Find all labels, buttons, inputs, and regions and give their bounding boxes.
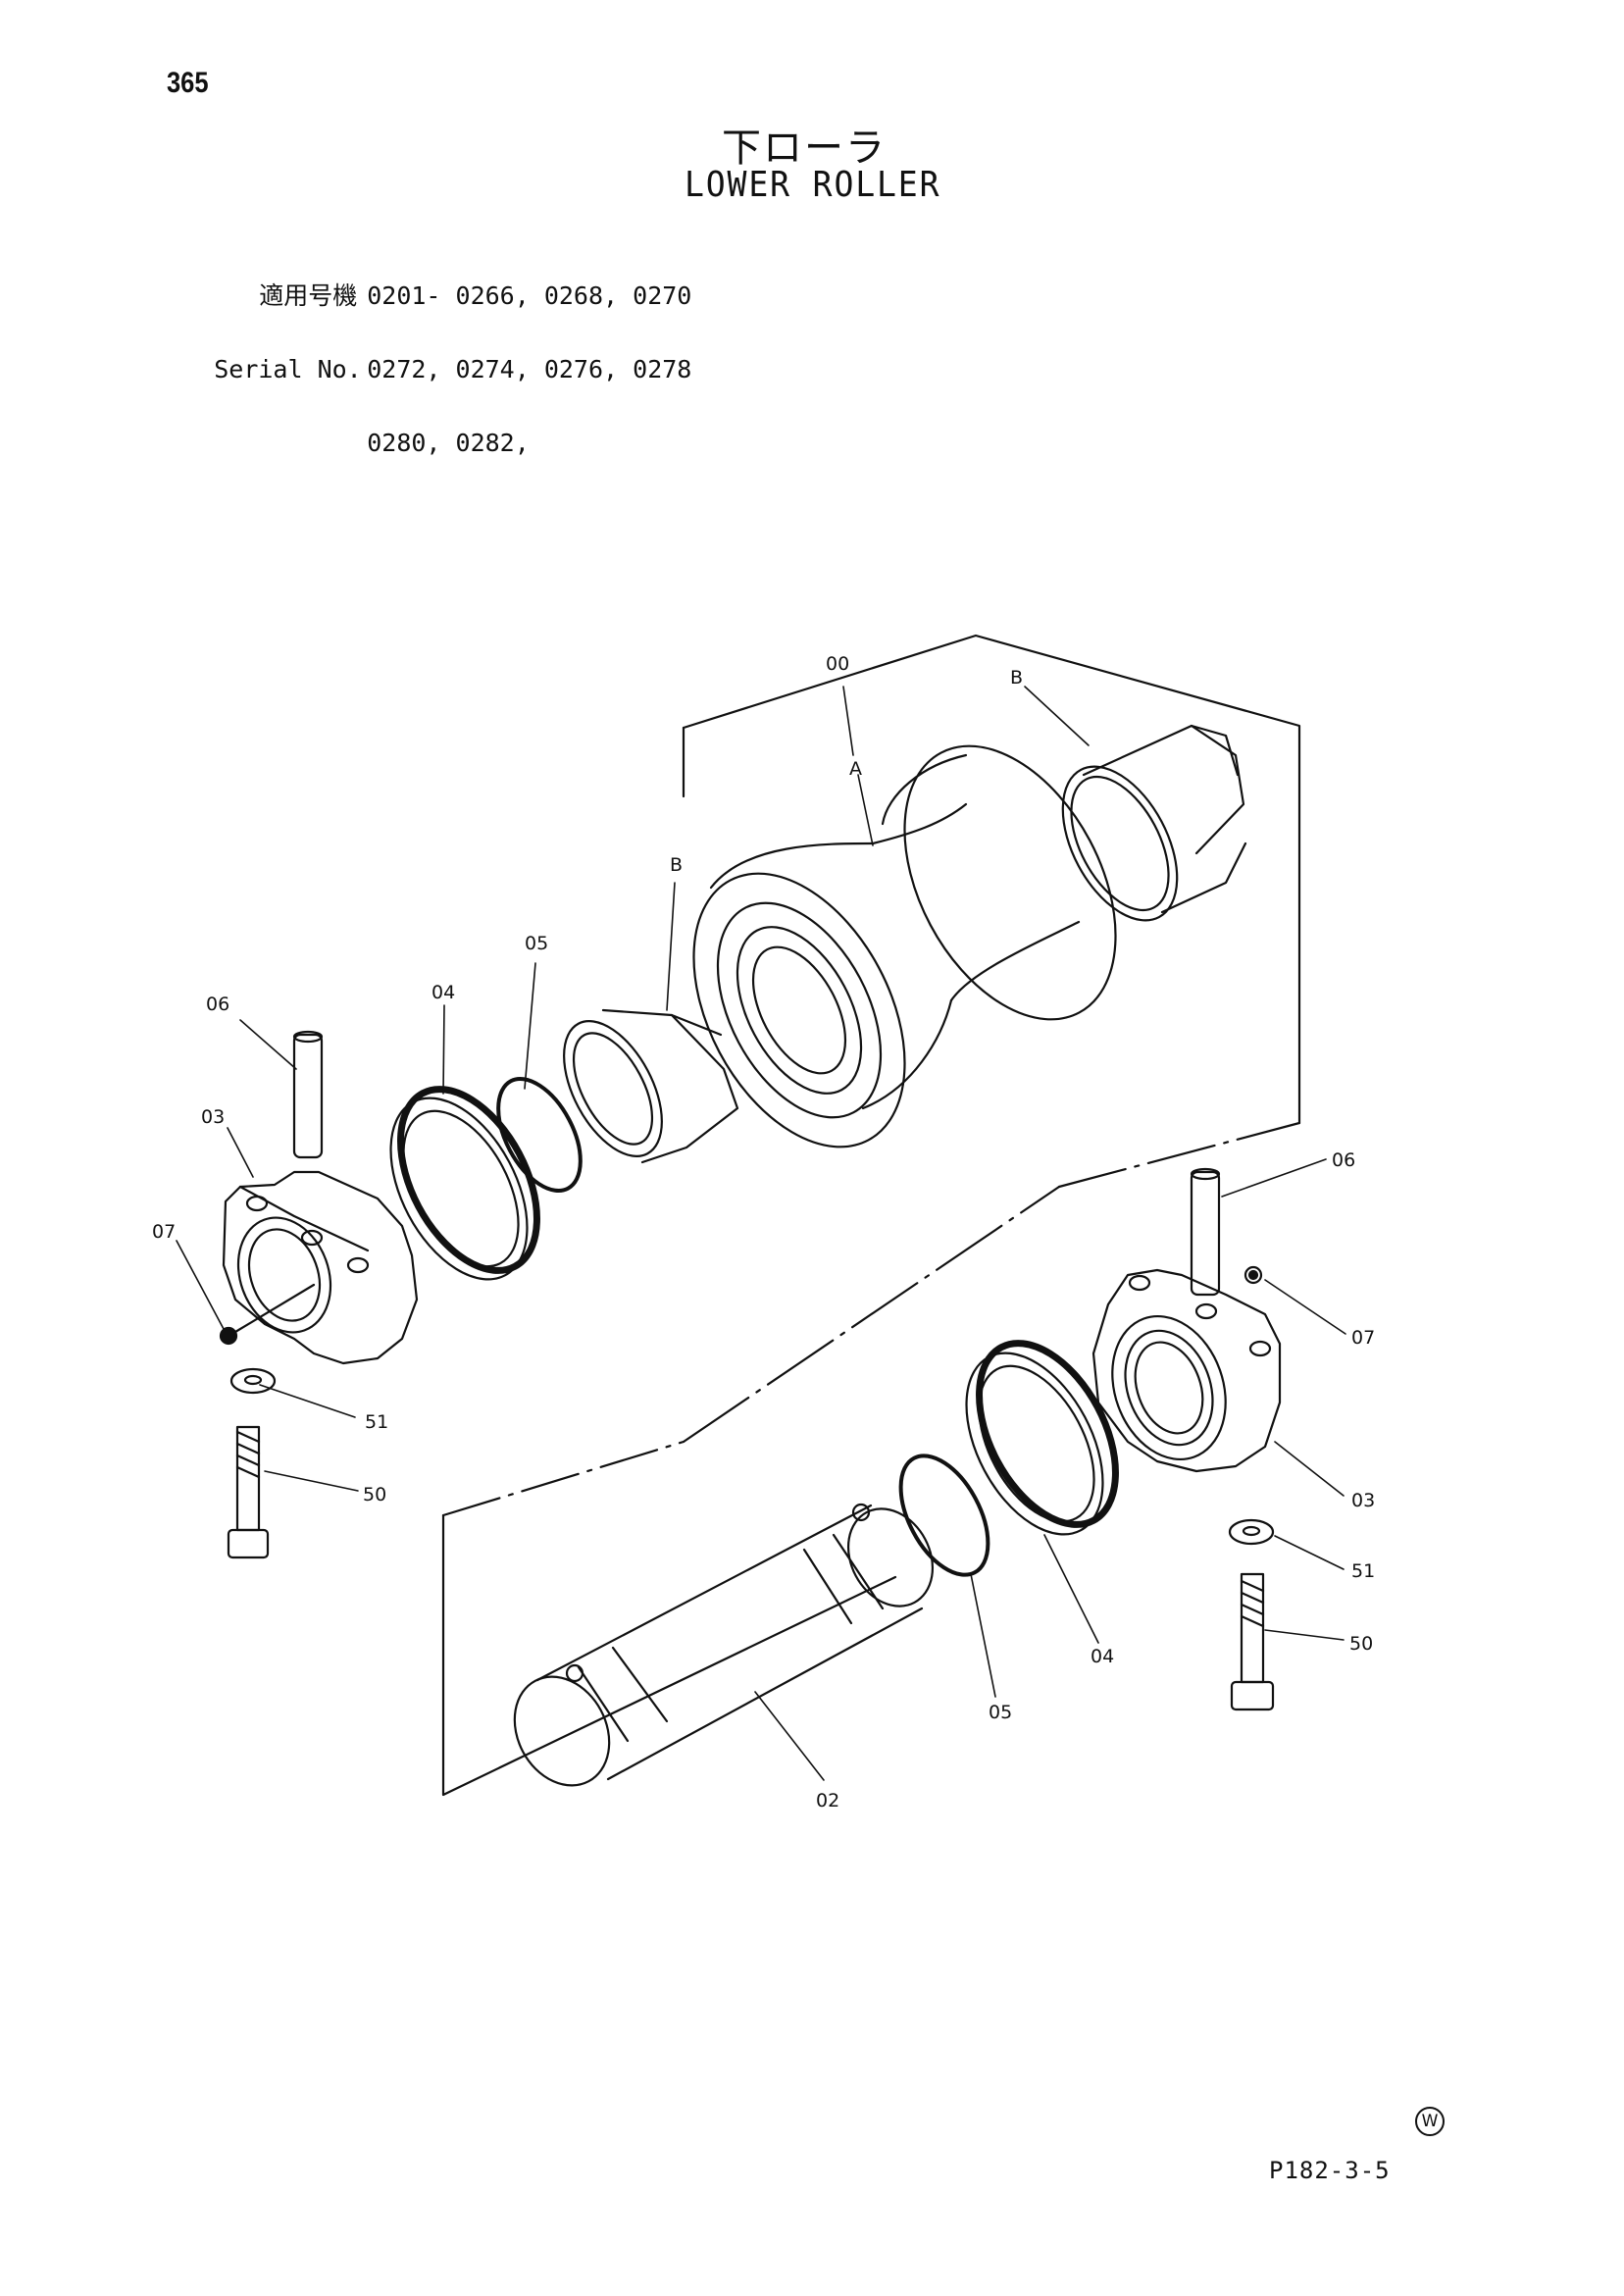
callout-seal-left: 04 — [431, 982, 455, 1003]
callout-bushing-right: B — [1010, 667, 1023, 689]
bushing-right — [1061, 724, 1247, 922]
callout-roller: A — [849, 758, 862, 780]
serial-label: Serial No. — [214, 355, 362, 383]
assembly-bracket — [441, 634, 1301, 1797]
callout-o-ring-left: 05 — [525, 933, 548, 954]
washer-left — [229, 1367, 277, 1395]
w-circle-mark: W — [1415, 2107, 1445, 2136]
o-ring-left — [496, 1076, 583, 1194]
callout-pin-right: 06 — [1332, 1149, 1355, 1171]
plug-left — [219, 1283, 316, 1346]
title-english: LOWER ROLLER — [685, 165, 941, 205]
callout-collar-left: 03 — [201, 1106, 225, 1128]
shaft — [513, 1503, 935, 1787]
roller-body — [692, 744, 1117, 1148]
callout-pin-left: 06 — [206, 994, 229, 1015]
pin-left — [292, 1030, 324, 1159]
callout-plug-right: 07 — [1351, 1327, 1375, 1349]
callout-collar-right: 03 — [1351, 1490, 1375, 1511]
callout-labels: 00 A B B 05 04 06 03 07 51 50 06 07 03 5… — [152, 653, 1375, 1811]
floating-seal-right — [965, 1340, 1119, 1536]
callout-seal-right: 04 — [1091, 1646, 1114, 1667]
callout-assembly: 00 — [826, 653, 849, 675]
serial-row: Serial No.0272, 0274, 0276, 0278 — [155, 332, 691, 382]
collar-right — [1091, 1268, 1282, 1473]
serial-label: 適用号機 — [259, 281, 358, 310]
bolt-left — [227, 1425, 270, 1559]
leader-lines — [176, 686, 1346, 1781]
callout-bolt-left: 50 — [363, 1484, 386, 1505]
serial-values: 0201- 0266, 0268, 0270 — [367, 281, 692, 310]
serial-number-block: 適用号機 0201- 0266, 0268, 0270 Serial No.027… — [155, 210, 691, 455]
collar-left — [222, 1170, 419, 1365]
callout-shaft: 02 — [816, 1790, 839, 1811]
bolt-right — [1230, 1572, 1275, 1711]
callout-bushing-left: B — [670, 854, 683, 876]
callout-washer-right: 51 — [1351, 1560, 1375, 1582]
callout-bolt-right: 50 — [1349, 1633, 1373, 1655]
serial-values: 0272, 0274, 0276, 0278 — [367, 355, 692, 383]
callout-washer-left: 51 — [365, 1411, 388, 1433]
pin-right — [1190, 1167, 1221, 1297]
callout-plug-left: 07 — [152, 1221, 176, 1243]
serial-row: 0280, 0282, — [155, 406, 691, 455]
serial-values: 0280, 0282, — [367, 429, 530, 457]
title-japanese: 下ローラ — [722, 126, 887, 171]
serial-row: 適用号機 0201- 0266, 0268, 0270 — [155, 259, 691, 308]
washer-right — [1228, 1518, 1275, 1546]
floating-seal-left — [389, 1086, 540, 1281]
callout-o-ring-right: 05 — [989, 1702, 1012, 1723]
document-code: P182-3-5 — [1269, 2157, 1391, 2184]
page-number: 365 — [167, 67, 209, 99]
o-ring-right — [898, 1454, 990, 1577]
bushing-left — [563, 1008, 739, 1164]
plug-right — [1243, 1265, 1263, 1285]
